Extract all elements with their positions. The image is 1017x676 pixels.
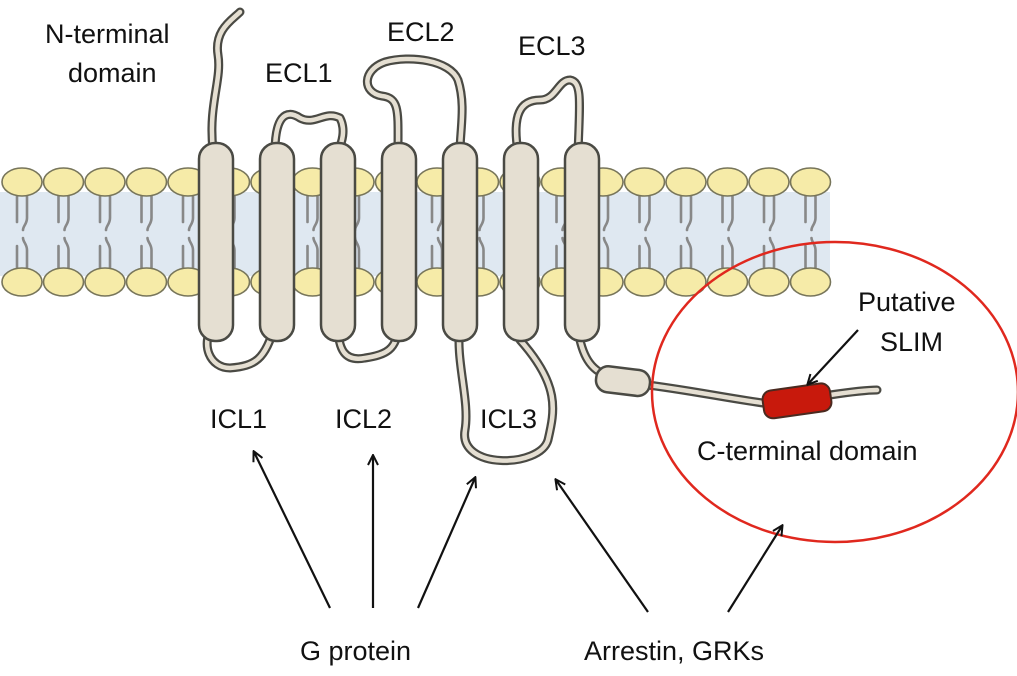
helix-tm3	[319, 141, 357, 343]
arrow-arrestin-icl3	[556, 480, 649, 613]
lipid-head	[42, 167, 85, 197]
g-protein-label: G protein	[300, 636, 411, 666]
arrow-slim-pointer	[808, 329, 859, 384]
putative-slim-label-line2: SLIM	[880, 327, 943, 357]
lipid-tail	[98, 194, 112, 232]
icl3-loop	[454, 320, 558, 466]
lipid-tail	[762, 194, 776, 232]
ecl2-loop	[362, 54, 467, 157]
lipid-head	[125, 267, 168, 297]
helix-tm1	[197, 141, 235, 343]
lipid-head	[125, 167, 168, 197]
lipid-tail	[721, 194, 734, 232]
n-terminal-label-line2: domain	[68, 58, 157, 88]
lipid-head	[789, 267, 832, 297]
c-terminal-domain-label: C-terminal domain	[697, 436, 918, 466]
icl2-label: ICL2	[335, 404, 392, 434]
arrestin-grks-label: Arrestin, GRKs	[584, 636, 764, 666]
icl3-label: ICL3	[480, 404, 537, 434]
lipid-head	[623, 267, 666, 297]
ecl3-loop	[511, 75, 585, 157]
n-terminal-label-line1: N-terminal	[45, 19, 170, 49]
ecl3-label: ECL3	[518, 31, 586, 61]
putative-slim-label-line1: Putative	[858, 287, 956, 317]
lipid-head	[706, 167, 749, 197]
lipid-head	[748, 167, 790, 197]
slim-motif	[761, 382, 833, 420]
helix-tm2	[258, 141, 296, 343]
lipid-head	[665, 167, 707, 197]
arrow-arrestin-cterminal	[727, 526, 782, 613]
lipid-head	[1, 267, 43, 297]
helix-tm6	[502, 141, 540, 343]
helix-tm7	[563, 141, 601, 343]
lipid-head	[706, 267, 749, 297]
lipid-head	[789, 167, 832, 197]
lipid-tail	[804, 194, 817, 232]
lipid-head	[748, 267, 790, 297]
lipid-head	[84, 167, 126, 197]
lipid-head	[1, 167, 43, 197]
helix-tm4	[380, 141, 418, 343]
lipid-tail	[57, 194, 70, 232]
lipid-head	[84, 267, 126, 297]
ecl1-label: ECL1	[265, 58, 333, 88]
lipid-tail	[181, 194, 195, 232]
lipid-tail	[306, 194, 319, 232]
transmembrane-helices	[197, 141, 601, 343]
icl1-label: ICL1	[210, 404, 267, 434]
helix-8	[594, 365, 652, 398]
interaction-arrows	[254, 329, 859, 613]
lipid-tail	[140, 194, 153, 232]
lipid-tail	[638, 194, 651, 232]
c-terminal-highlight-circle	[650, 240, 1017, 544]
lipid-tail	[679, 194, 693, 232]
lipid-head	[623, 167, 666, 197]
lipid-head	[665, 267, 707, 297]
helix-tm5	[441, 141, 479, 343]
arrow-gprotein-icl3	[416, 478, 475, 609]
ecl2-label: ECL2	[387, 17, 455, 47]
lipid-tail	[15, 194, 29, 232]
lipid-head	[42, 267, 85, 297]
arrow-gprotein-icl1	[254, 452, 331, 609]
labels: N-terminal domain ECL1 ECL2 ECL3 ICL1 IC…	[45, 17, 956, 666]
